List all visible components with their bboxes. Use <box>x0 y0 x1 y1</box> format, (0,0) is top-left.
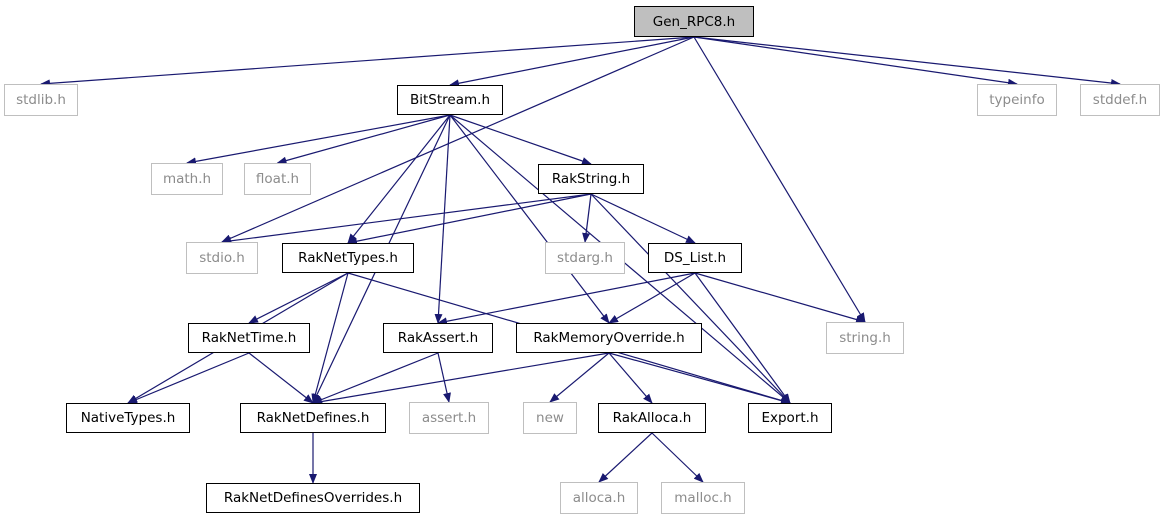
node-stddef: stddef.h <box>1080 84 1160 116</box>
edge-bitstream-to-raknettypes <box>347 114 451 244</box>
node-raknetdefinesoverrides[interactable]: RakNetDefinesOverrides.h <box>206 483 420 513</box>
edge-ds_list-to-string <box>694 272 866 324</box>
edge-ds_list-to-export <box>694 272 791 404</box>
node-ds_list[interactable]: DS_List.h <box>648 243 742 273</box>
edge-raknettime-to-nativetypes <box>127 352 250 404</box>
edge-raknettypes-to-raknetdefines <box>311 272 349 404</box>
node-typeinfo: typeinfo <box>977 84 1057 116</box>
node-stdlib: stdlib.h <box>4 84 78 116</box>
edge-rakalloca-to-malloc <box>651 432 704 483</box>
node-stdio: stdio.h <box>186 242 258 274</box>
node-rakassert[interactable]: RakAssert.h <box>383 323 493 353</box>
edge-bitstream-to-rakstring <box>449 114 592 165</box>
node-rakmemoryoverride[interactable]: RakMemoryOverride.h <box>516 323 702 353</box>
node-label: BitStream.h <box>410 92 490 108</box>
node-label: RakString.h <box>551 171 631 187</box>
node-label: alloca.h <box>572 490 626 506</box>
node-raknettime[interactable]: RakNetTime.h <box>188 323 310 353</box>
edge-gen_rpc8-to-stdlib <box>40 36 695 88</box>
edge-rakstring-to-export <box>590 193 791 404</box>
node-bitstream[interactable]: BitStream.h <box>397 85 503 115</box>
node-label: stdlib.h <box>16 92 66 108</box>
node-label: RakNetTypes.h <box>298 250 398 266</box>
edge-gen_rpc8-to-string <box>693 36 866 323</box>
node-stdarg: stdarg.h <box>545 242 625 274</box>
node-label: stdarg.h <box>557 250 613 266</box>
edge-gen_rpc8-to-bitstream <box>449 36 695 88</box>
node-label: typeinfo <box>989 92 1045 108</box>
edge-rakstring-to-stdarg <box>582 193 592 243</box>
node-rakstring[interactable]: RakString.h <box>538 164 644 194</box>
edge-ds_list-to-rakassert <box>437 272 696 326</box>
node-label: RakNetDefines.h <box>256 410 370 426</box>
node-label: DS_List.h <box>663 250 727 266</box>
edge-rakstring-to-ds_list <box>590 193 696 244</box>
node-label: new <box>536 410 564 426</box>
node-label: Export.h <box>761 410 819 426</box>
node-label: Gen_RPC8.h <box>652 13 736 30</box>
node-assert: assert.h <box>409 402 489 434</box>
node-label: RakMemoryOverride.h <box>533 330 685 346</box>
node-raknettypes[interactable]: RakNetTypes.h <box>282 243 414 273</box>
node-nativetypes[interactable]: NativeTypes.h <box>66 403 190 433</box>
node-export[interactable]: Export.h <box>748 403 832 433</box>
edge-rakalloca-to-alloca <box>598 432 653 483</box>
edge-rakmemoryoverride-to-export <box>608 352 791 405</box>
node-label: stdio.h <box>199 250 245 266</box>
edge-raknettime-to-raknetdefines <box>248 352 314 404</box>
node-math: math.h <box>151 163 223 195</box>
node-label: assert.h <box>421 410 477 426</box>
node-label: float.h <box>255 171 300 187</box>
edge-gen_rpc8-to-stddef <box>693 36 1121 87</box>
edge-gen_rpc8-to-stdio <box>221 36 695 243</box>
node-string: string.h <box>826 322 904 354</box>
edge-rakmemoryoverride-to-new <box>549 352 610 403</box>
edge-bitstream-to-float <box>276 114 451 165</box>
edge-rakassert-to-raknetdefines <box>312 352 439 404</box>
node-label: RakAssert.h <box>397 330 479 346</box>
node-label: RakNetTime.h <box>201 330 297 346</box>
node-gen_rpc8[interactable]: Gen_RPC8.h <box>634 6 754 37</box>
edge-rakstring-to-raknettypes <box>347 193 592 246</box>
edge-bitstream-to-rakmemoryoverride <box>449 114 610 324</box>
node-new: new <box>523 402 577 434</box>
node-rakalloca[interactable]: RakAlloca.h <box>598 403 706 433</box>
node-label: RakNetDefinesOverrides.h <box>223 490 403 506</box>
edge-rakmemoryoverride-to-raknetdefines <box>312 352 610 406</box>
node-label: math.h <box>162 171 212 187</box>
edge-gen_rpc8-to-typeinfo <box>693 36 1018 87</box>
edge-ds_list-to-rakmemoryoverride <box>608 272 696 324</box>
node-float: float.h <box>244 163 311 195</box>
edge-rakstring-to-stdio <box>221 193 592 245</box>
edge-raknettypes-to-raknettime <box>248 272 349 324</box>
node-raknetdefines[interactable]: RakNetDefines.h <box>240 403 386 433</box>
node-alloca: alloca.h <box>560 482 638 514</box>
edge-rakassert-to-assert <box>437 352 451 403</box>
node-label: string.h <box>839 330 891 346</box>
edge-bitstream-to-rakassert <box>434 114 451 324</box>
node-label: stddef.h <box>1092 92 1148 108</box>
edge-rakmemoryoverride-to-rakalloca <box>608 352 653 404</box>
node-label: malloc.h <box>674 490 732 506</box>
node-malloc: malloc.h <box>661 482 745 514</box>
node-label: NativeTypes.h <box>80 410 176 426</box>
edge-bitstream-to-math <box>186 114 451 166</box>
node-label: RakAlloca.h <box>612 410 692 426</box>
